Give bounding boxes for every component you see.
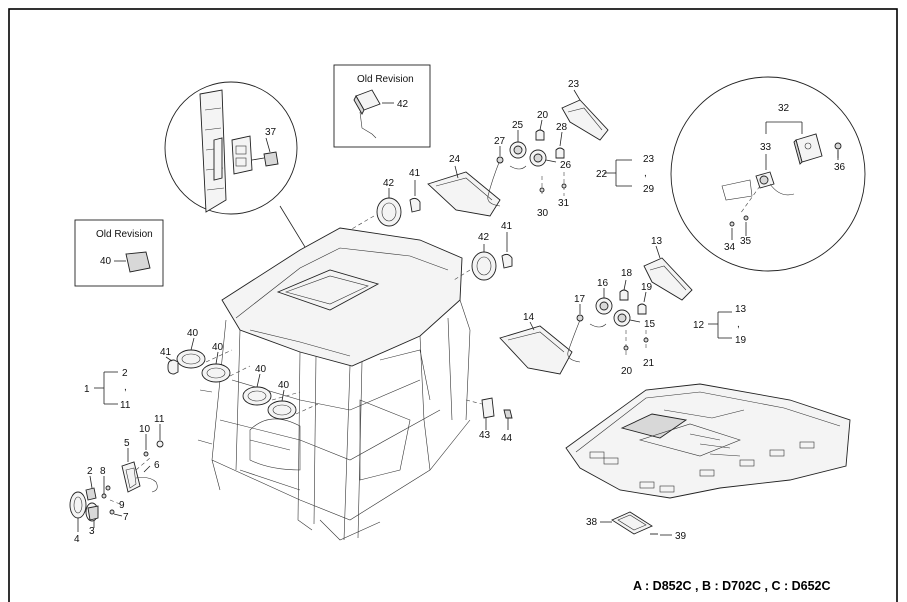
callout-43: 43 — [479, 430, 491, 441]
detail-circle-37 — [164, 81, 331, 289]
callout-8: 8 — [100, 466, 106, 477]
callout-17: 17 — [574, 294, 586, 305]
callout-34: 34 — [724, 242, 736, 253]
callout-35: 35 — [740, 236, 752, 247]
callout-41: 41 — [409, 168, 421, 179]
detail-circle-32 — [670, 76, 866, 272]
old-revision-box-top — [333, 64, 431, 148]
callout-41: 41 — [160, 347, 172, 358]
callout-39: 39 — [675, 531, 687, 542]
callout-40: 40 — [187, 328, 199, 339]
callout-3: 3 — [89, 526, 95, 537]
callout-31: 31 — [558, 198, 570, 209]
switch-43-44 — [465, 397, 513, 430]
old-revision-box-left — [74, 219, 164, 287]
callout-18: 18 — [621, 268, 633, 279]
callout-20: 20 — [537, 110, 549, 121]
cab-frame — [197, 227, 471, 541]
old-revision-title-top: Old Revision — [357, 74, 414, 85]
callout-10: 10 — [139, 424, 151, 435]
callout-6: 6 — [154, 460, 160, 471]
callout-42: 42 — [397, 99, 409, 110]
callout-37: 37 — [265, 127, 277, 138]
callout-19: 19 — [641, 282, 653, 293]
callout-11: 11 — [120, 400, 131, 411]
callout-27: 27 — [494, 136, 506, 147]
callout-26: 26 — [560, 160, 572, 171]
callout-23: 23 — [643, 154, 655, 165]
callout-42: 42 — [383, 178, 395, 189]
callout-42: 42 — [478, 232, 490, 243]
rear-lamp-cluster-upper — [427, 89, 632, 217]
callout-28: 28 — [556, 122, 568, 133]
callout-32: 32 — [778, 103, 790, 114]
callout-labels: 42 40 37 42 41 24 42 41 23 20 25 28 27 2… — [74, 79, 846, 545]
callout-9: 9 — [119, 500, 125, 511]
range-sep: , — [737, 319, 740, 330]
callout-36: 36 — [834, 162, 846, 173]
callout-40: 40 — [255, 364, 267, 375]
callout-11: 11 — [154, 414, 165, 425]
callout-41: 41 — [501, 221, 513, 232]
range-sep: , — [644, 168, 647, 179]
range-sep: , — [124, 382, 127, 393]
callout-40: 40 — [212, 342, 224, 353]
callout-2: 2 — [87, 466, 93, 477]
callout-44: 44 — [501, 433, 513, 444]
dome-lamp-38 — [600, 511, 672, 536]
callout-13: 13 — [735, 304, 747, 315]
rear-lamp-cluster-lower — [499, 245, 732, 375]
callout-40: 40 — [278, 380, 290, 391]
callout-38: 38 — [586, 517, 598, 528]
callout-21: 21 — [643, 358, 655, 369]
model-legend: A : D852C , B : D702C , C : D652C — [633, 579, 831, 593]
page-frame — [8, 8, 898, 602]
callout-12: 12 — [693, 320, 705, 331]
callout-24: 24 — [449, 154, 461, 165]
callout-2: 2 — [122, 368, 128, 379]
callout-23: 23 — [568, 79, 580, 90]
callout-13: 13 — [651, 236, 663, 247]
bulb-41-left — [165, 356, 179, 375]
old-revision-title-left: Old Revision — [96, 229, 153, 240]
callout-30: 30 — [537, 208, 549, 219]
callout-1: 1 — [84, 384, 90, 395]
callout-5: 5 — [124, 438, 130, 449]
callout-33: 33 — [760, 142, 772, 153]
callout-4: 4 — [74, 534, 80, 545]
front-lamp-assembly — [69, 371, 164, 532]
callout-14: 14 — [523, 312, 535, 323]
callout-16: 16 — [597, 278, 609, 289]
headliner-panel — [565, 383, 851, 499]
callout-22: 22 — [596, 169, 608, 180]
callout-15: 15 — [644, 319, 656, 330]
roof-lamps-42 — [349, 180, 513, 281]
callout-19: 19 — [735, 335, 747, 346]
work-lamps-40 — [176, 337, 319, 420]
callout-40: 40 — [100, 256, 112, 267]
callout-7: 7 — [123, 512, 129, 523]
callout-29: 29 — [643, 184, 655, 195]
callout-25: 25 — [512, 120, 524, 131]
callout-20: 20 — [621, 366, 633, 377]
